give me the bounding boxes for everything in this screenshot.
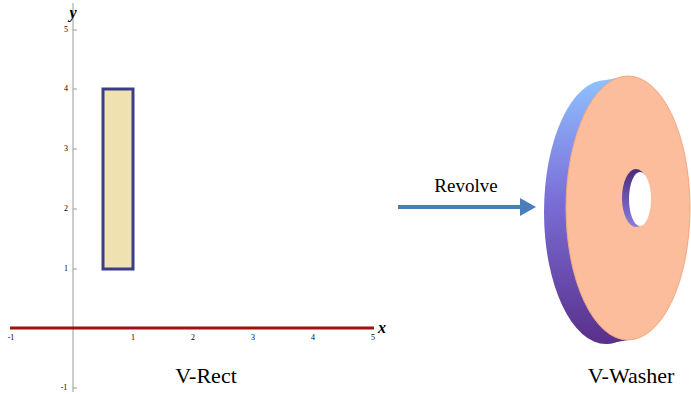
tick-label: 1: [64, 265, 68, 273]
arrow-head: [520, 198, 536, 216]
vertical-rectangle: [103, 89, 133, 269]
y-ticks: [73, 30, 77, 388]
tick-label: 5: [64, 26, 68, 34]
tick-label: 5: [371, 334, 375, 342]
tick-label: 4: [311, 334, 315, 342]
arrow-label: Revolve: [434, 176, 497, 195]
tick-label: -1: [61, 384, 68, 392]
tick-label: 1: [131, 334, 135, 342]
tick-label: 2: [64, 205, 68, 213]
tick-label: 3: [251, 334, 255, 342]
tick-label: -1: [8, 334, 15, 342]
x-axis: [10, 327, 374, 330]
tick-label: 3: [64, 145, 68, 153]
axis-label: y: [69, 5, 76, 21]
axis-label: x: [378, 320, 386, 336]
y-axis: [73, 3, 74, 392]
revolve-arrow: [398, 205, 522, 209]
tick-label: 2: [191, 334, 195, 342]
tick-label: 4: [64, 85, 68, 93]
figure-caption: V-Washer: [588, 365, 675, 387]
washer-solid: [544, 76, 690, 344]
figure-caption: V-Rect: [175, 365, 237, 387]
